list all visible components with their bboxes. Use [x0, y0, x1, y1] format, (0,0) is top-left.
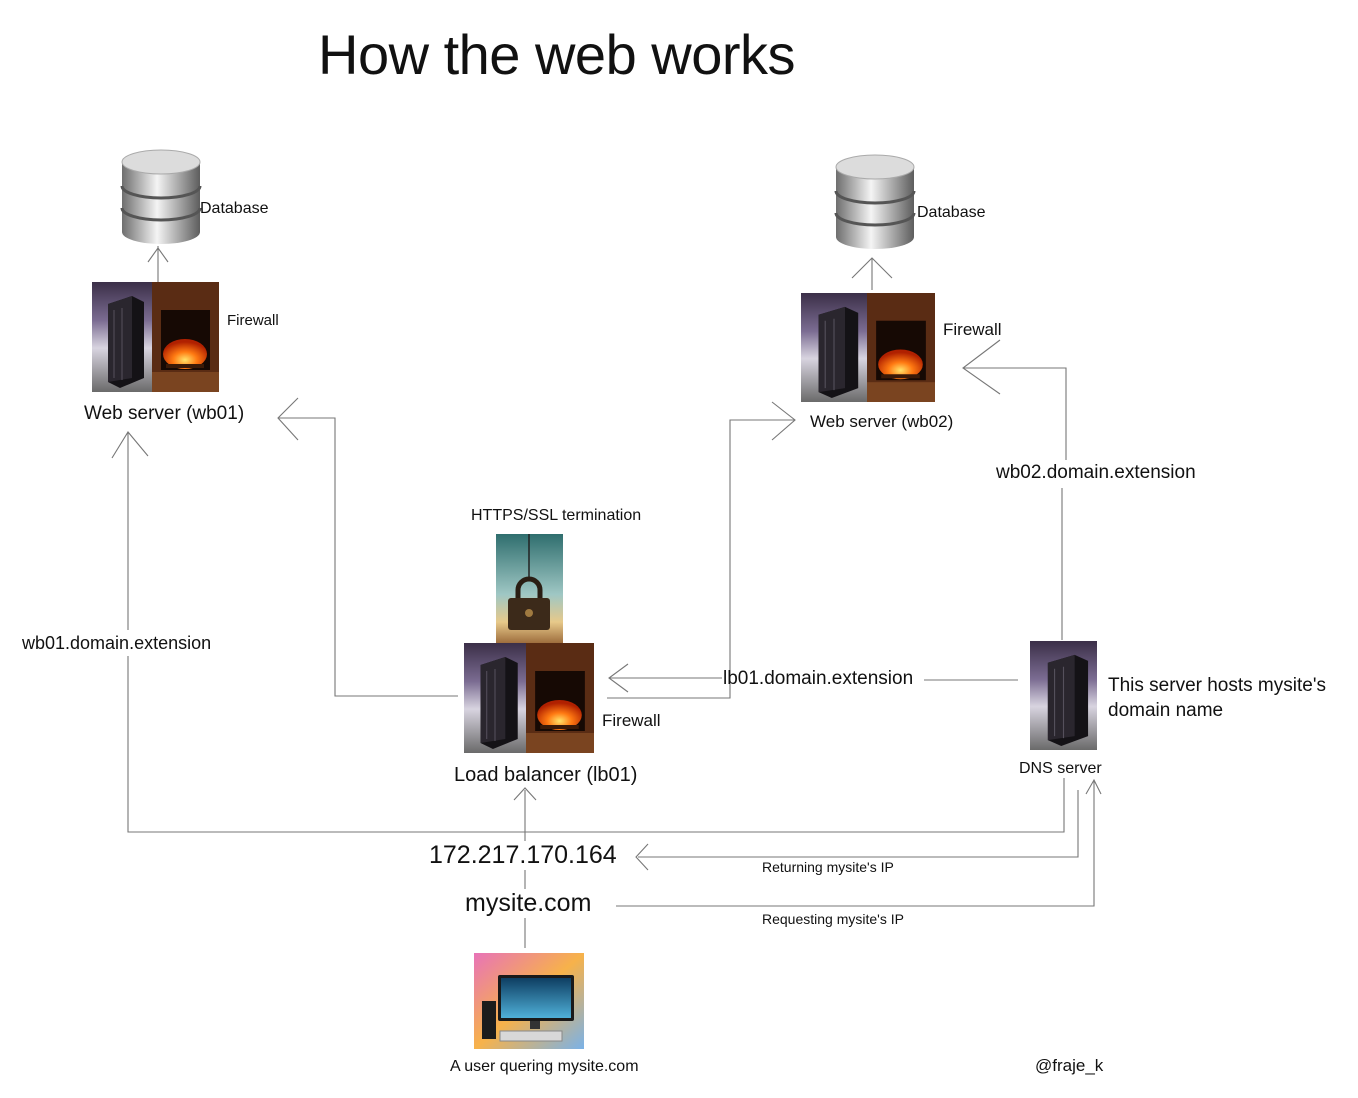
- domain-name-label: mysite.com: [465, 889, 592, 918]
- firewall-label: Firewall: [943, 320, 1002, 339]
- line-dns-wb01: [111, 431, 1065, 833]
- fireplace-firewall-icon: [526, 643, 594, 758]
- line-dns-wb02: [962, 339, 1067, 640]
- line-dns-lb: [608, 663, 1018, 693]
- line-returning-ip: [635, 790, 1079, 871]
- line-fw1-db1: [147, 246, 169, 282]
- fireplace-firewall-icon: [152, 282, 219, 397]
- load-balancer-label: Load balancer (lb01): [454, 764, 638, 786]
- dns-note: This server hosts mysite's domain name: [1108, 673, 1326, 723]
- requesting-ip-label: Requesting mysite's IP: [762, 911, 904, 927]
- database-icon: [120, 148, 202, 251]
- line-lb-wb02: [607, 401, 796, 699]
- server-rack-icon: [1030, 641, 1097, 755]
- firewall-label: Firewall: [602, 711, 661, 730]
- dns-note-line: domain name: [1108, 700, 1224, 721]
- server-rack-icon: [464, 643, 526, 758]
- lb01-domain-label: lb01.domain.extension: [723, 668, 914, 689]
- returning-ip-label: Returning mysite's IP: [762, 859, 894, 875]
- database-label: Database: [917, 204, 986, 221]
- page-title: How the web works: [318, 23, 796, 86]
- ip-address-label: 172.217.170.164: [429, 841, 617, 870]
- firewall-label: Firewall: [227, 312, 279, 329]
- line-lb-wb01: [277, 397, 458, 697]
- author-credit: @fraje_k: [1035, 1056, 1104, 1075]
- web-server-wb01-label: Web server (wb01): [84, 403, 245, 424]
- ssl-termination-label: HTTPS/SSL termination: [471, 507, 642, 524]
- padlock-icon: [496, 534, 563, 649]
- database-icon: [834, 153, 916, 256]
- desktop-computer-icon: [474, 953, 584, 1054]
- server-rack-icon: [801, 293, 867, 407]
- fireplace-firewall-icon: [867, 293, 935, 407]
- line-fw2-db2: [851, 257, 893, 290]
- user-label: A user quering mysite.com: [450, 1058, 639, 1075]
- wb02-domain-label: wb02.domain.extension: [996, 462, 1196, 483]
- server-rack-icon: [92, 282, 152, 397]
- dns-server-label: DNS server: [1019, 760, 1102, 777]
- wb01-domain-label: wb01.domain.extension: [22, 633, 212, 653]
- web-server-wb02-label: Web server (wb02): [810, 412, 954, 431]
- dns-note-line: This server hosts mysite's: [1108, 675, 1326, 696]
- database-label: Database: [200, 200, 269, 217]
- line-requesting-ip: [616, 778, 1102, 907]
